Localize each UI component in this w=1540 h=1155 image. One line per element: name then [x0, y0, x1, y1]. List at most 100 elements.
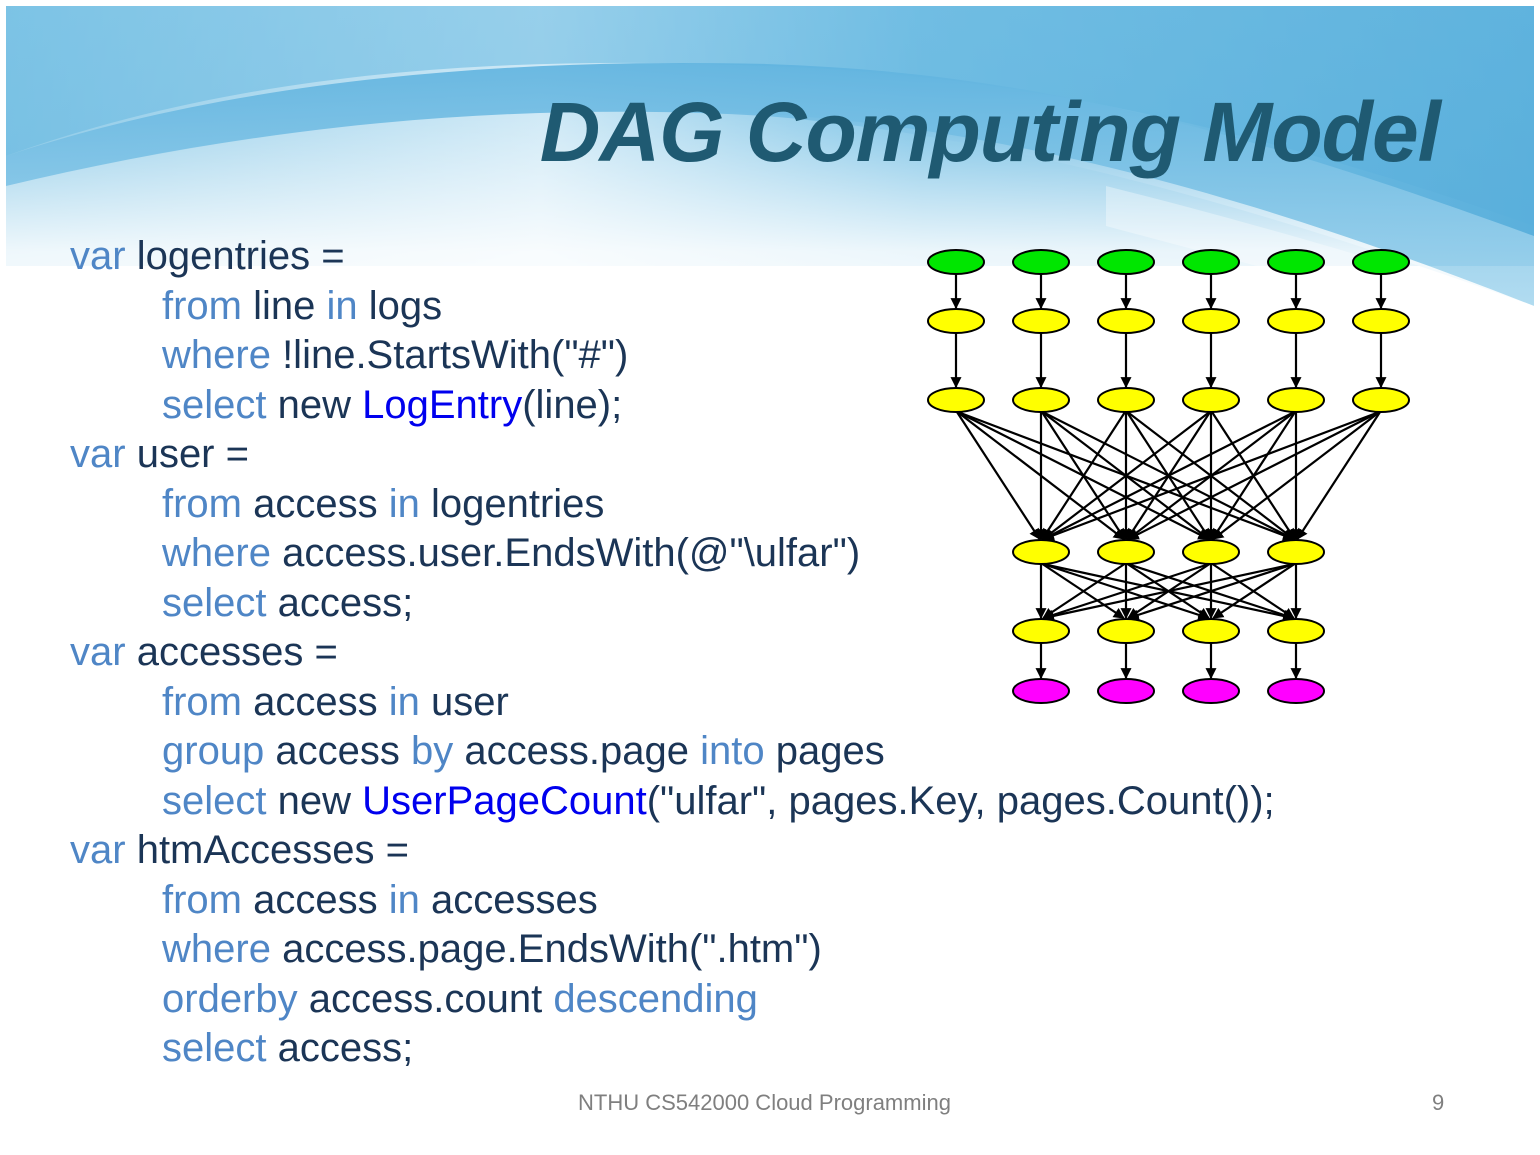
code-identifier: logs — [357, 283, 443, 328]
dag-node-input — [1352, 249, 1410, 275]
code-line: select access; — [70, 579, 1275, 629]
dag-node-stage-3 — [1182, 539, 1240, 565]
code-keyword: from — [162, 283, 242, 328]
dag-edge — [1042, 410, 1380, 541]
code-keyword: group — [162, 729, 265, 773]
dag-node-stage-1 — [1352, 308, 1410, 334]
dag-node-stage-2 — [927, 387, 985, 413]
code-identifier: logentries — [419, 481, 605, 526]
dag-node-stage-4 — [1267, 618, 1325, 644]
code-line: from access in logentries — [70, 480, 1275, 530]
dag-node-stage-4 — [1097, 618, 1155, 644]
dag-node-stage-1 — [1012, 308, 1070, 334]
dag-edge — [1042, 562, 1295, 622]
code-identifier: accesses = — [125, 630, 338, 674]
code-keyword: in — [388, 679, 420, 724]
code-keyword: where — [162, 531, 271, 575]
dag-node-stage-4 — [1182, 618, 1240, 644]
slide-title: DAG Computing Model — [539, 85, 1441, 179]
code-keyword: var — [70, 630, 126, 674]
code-keyword: from — [162, 679, 242, 724]
code-keyword: where — [162, 927, 271, 971]
code-keyword: var — [70, 828, 126, 872]
dag-node-stage-1 — [927, 308, 985, 334]
code-line: var accesses = — [70, 628, 1275, 678]
code-identifier: (line); — [522, 382, 623, 427]
dag-node-stage-3 — [1097, 539, 1155, 565]
code-identifier: access.page.EndsWith(".htm") — [270, 927, 822, 971]
code-keyword: select — [162, 382, 267, 427]
code-keyword: in — [388, 877, 420, 922]
dag-edge — [1212, 563, 1296, 619]
code-identifier: new — [266, 382, 363, 427]
dag-edge — [1041, 411, 1126, 540]
code-identifier: access — [242, 877, 389, 922]
dag-node-stage-3 — [1012, 539, 1070, 565]
code-line: group access by access.page into pages — [70, 727, 1275, 777]
code-identifier: ("ulfar", pages.Key, pages.Count()); — [646, 778, 1275, 823]
dag-node-input — [1267, 249, 1325, 275]
code-line: orderby access.count descending — [70, 975, 1275, 1025]
code-keyword: where — [162, 333, 271, 377]
code-identifier: access — [242, 679, 389, 724]
code-keyword: into — [700, 729, 765, 773]
dag-edge — [1042, 411, 1295, 540]
code-keyword: var — [70, 432, 126, 476]
dag-node-stage-2 — [1267, 387, 1325, 413]
dag-edge — [956, 411, 1041, 540]
code-keyword: in — [326, 283, 358, 328]
code-line: var user = — [70, 430, 1275, 480]
dag-edges — [950, 274, 1387, 680]
code-identifier: !line.StartsWith("#") — [270, 333, 629, 377]
code-identifier: access — [242, 481, 389, 526]
code-keyword: select — [162, 1026, 267, 1070]
dag-node-output — [1267, 678, 1325, 704]
code-keyword: select — [162, 778, 267, 823]
code-identifier: accesses — [419, 877, 598, 922]
dag-node-stage-4 — [1012, 618, 1070, 644]
code-identifier: new — [266, 778, 363, 823]
dag-node-output — [1097, 678, 1155, 704]
code-keyword: orderby — [162, 976, 298, 1021]
dag-node-stage-1 — [1097, 308, 1155, 334]
code-keyword: from — [162, 481, 242, 526]
slide: DAG Computing Model var logentries =from… — [6, 6, 1534, 1151]
code-identifier: access.user.EndsWith(@"\ulfar") — [270, 531, 861, 575]
code-line: select access; — [70, 1024, 1275, 1074]
code-identifier: line — [242, 283, 327, 328]
code-identifier: access — [264, 729, 412, 773]
dag-edge — [1212, 411, 1381, 540]
code-keyword: in — [388, 481, 420, 526]
dag-diagram — [927, 249, 1410, 704]
dag-node-stage-2 — [1097, 387, 1155, 413]
code-keyword: by — [411, 729, 454, 773]
code-identifier: user — [419, 679, 509, 724]
code-line: from line in logs — [70, 282, 1275, 332]
dag-edge — [1127, 562, 1295, 621]
code-keyword: var — [70, 234, 126, 278]
dag-nodes — [927, 249, 1410, 704]
code-identifier: htmAccesses = — [125, 828, 410, 872]
code-line: var htmAccesses = — [70, 826, 1275, 876]
dag-edge — [1042, 562, 1210, 621]
dag-node-stage-2 — [1012, 387, 1070, 413]
dag-edge — [1042, 411, 1211, 540]
code-class-name: UserPageCount — [362, 778, 647, 823]
code-keyword: from — [162, 877, 242, 922]
dag-node-stage-1 — [1182, 308, 1240, 334]
code-line: where !line.StartsWith("#") — [70, 331, 1275, 381]
dag-node-input — [927, 249, 985, 275]
code-identifier: access.page — [453, 729, 701, 773]
code-identifier: pages — [764, 729, 885, 773]
code-line: select new UserPageCount("ulfar", pages.… — [70, 777, 1275, 827]
dag-edge — [1042, 563, 1126, 619]
code-identifier: access; — [266, 1026, 414, 1070]
dag-node-input — [1097, 249, 1155, 275]
code-line: where access.page.EndsWith(".htm") — [70, 925, 1275, 975]
dag-node-stage-3 — [1267, 539, 1325, 565]
page-number: 9 — [1432, 1090, 1445, 1115]
code-identifier: access; — [266, 580, 414, 625]
dag-node-output — [1012, 678, 1070, 704]
dag-node-stage-1 — [1267, 308, 1325, 334]
